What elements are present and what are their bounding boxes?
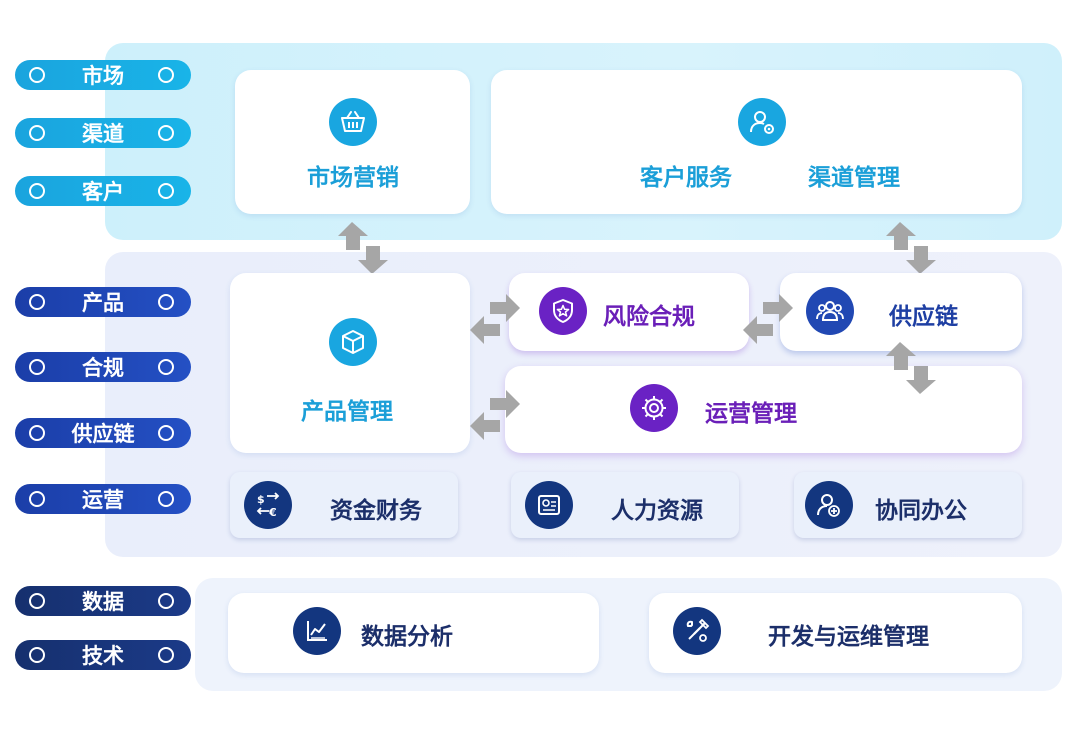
user-add-icon [805,481,853,529]
channel-supply-link-arrows [886,222,936,274]
sidebar-pill-market: 市场 [15,60,191,90]
sidebar-pill-compliance: 合规 [15,352,191,382]
svg-text:€: € [268,506,277,519]
customer-service-icon [738,98,786,146]
channel-management-label: 渠道管理 [808,165,900,191]
supply-chain-label: 供应链 [889,304,958,330]
tools-icon [673,607,721,655]
shield-star-icon [539,287,587,335]
data-analytics-card [228,593,599,673]
cube-icon [329,318,377,366]
shopping-basket-icon [329,98,377,146]
hr-label: 人力资源 [611,498,703,524]
team-icon [806,287,854,335]
finance-label: 资金财务 [330,498,422,524]
office-label: 协同办公 [875,498,967,524]
sidebar-pill-channel: 渠道 [15,118,191,148]
customer-service-label: 客户服务 [640,165,732,191]
sidebar-pill-data: 数据 [15,586,191,616]
devops-label: 开发与运维管理 [768,624,929,650]
operations-management-card [505,366,1022,453]
risk-compliance-label: 风险合规 [603,304,695,330]
marketing-label: 市场营销 [307,165,399,191]
product-operations-link-arrows [470,390,520,440]
sidebar-pill-supply-chain: 供应链 [15,418,191,448]
product-management-label: 产品管理 [301,399,393,425]
product-risk-link-arrows [470,294,520,344]
market-product-link-arrows [338,222,388,274]
data-analytics-label: 数据分析 [361,624,453,650]
operations-management-label: 运营管理 [705,401,797,427]
svg-text:$: $ [257,493,265,506]
certificate-icon [525,481,573,529]
gear-icon [630,384,678,432]
currency-exchange-icon: $€ [244,481,292,529]
sidebar-pill-operations: 运营 [15,484,191,514]
line-chart-icon [293,607,341,655]
risk-supply-link-arrows [743,294,793,344]
sidebar-pill-customer: 客户 [15,176,191,206]
sidebar-pill-product: 产品 [15,287,191,317]
supply-operations-link-arrows [886,342,936,394]
sidebar-pill-tech: 技术 [15,640,191,670]
